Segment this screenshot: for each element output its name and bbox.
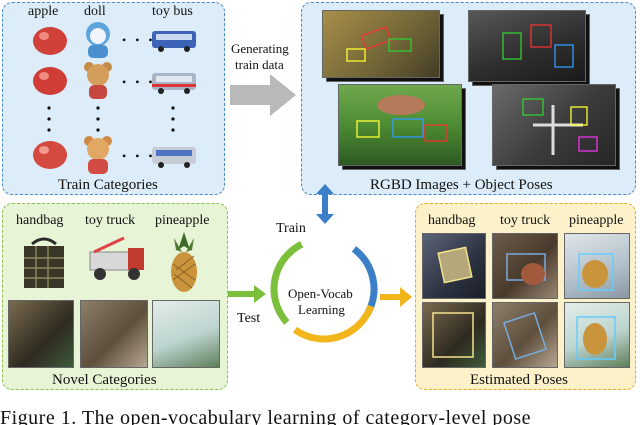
estimated-poses-caption: Estimated Poses xyxy=(470,372,568,388)
label-doll: doll xyxy=(84,4,106,19)
apple-image-1 xyxy=(33,27,67,55)
toy-bus-image-1 xyxy=(152,31,196,52)
apple-image-3 xyxy=(33,141,67,169)
train-label: Train xyxy=(276,221,306,236)
est-top-handbag xyxy=(422,233,486,299)
center-label-line1: Open-Vocab xyxy=(288,286,353,301)
toy-truck-image xyxy=(89,236,144,280)
doll-image-3 xyxy=(84,136,112,174)
novel-label-pineapple: pineapple xyxy=(155,213,210,228)
novel-categories-caption: Novel Categories xyxy=(52,372,157,388)
est-bottom-toy-truck xyxy=(492,302,558,368)
doll-image-1 xyxy=(86,22,110,58)
horizontal-ellipsis-3: • • • xyxy=(122,149,156,163)
est-label-toy-truck: toy truck xyxy=(500,213,551,228)
label-toy-bus: toy bus xyxy=(152,4,193,19)
vertical-ellipsis-2 xyxy=(96,106,100,132)
est-bottom-handbag xyxy=(422,302,486,368)
novel-scene-pineapple xyxy=(152,300,220,368)
apple-image-2 xyxy=(33,67,67,95)
handbag-image xyxy=(24,237,64,288)
generating-label-line1: Generating xyxy=(231,41,289,56)
horizontal-ellipsis-2: • • • xyxy=(122,75,156,89)
rgbd-image-4 xyxy=(492,84,616,166)
label-apple: apple xyxy=(28,4,59,19)
output-arrow-icon xyxy=(380,287,412,307)
toy-bus-image-3 xyxy=(152,147,196,168)
est-bottom-pineapple xyxy=(564,302,630,368)
train-arrow-icon xyxy=(316,184,334,224)
novel-scene-handbag xyxy=(8,300,74,368)
train-categories-caption: Train Categories xyxy=(58,177,158,193)
rgbd-image-1 xyxy=(322,10,440,78)
open-vocab-cycle xyxy=(270,235,378,343)
rgbd-caption: RGBD Images + Object Poses xyxy=(370,177,553,193)
doll-image-2 xyxy=(84,62,112,99)
horizontal-ellipsis-1: • • • xyxy=(122,33,156,47)
figure-caption: Figure 1. The open-vocabulary learning o… xyxy=(0,407,532,425)
est-label-handbag: handbag xyxy=(428,213,476,228)
test-label: Test xyxy=(237,311,261,326)
vertical-ellipsis-1 xyxy=(47,106,51,132)
rgbd-image-2 xyxy=(468,10,586,82)
vertical-ellipsis-3 xyxy=(171,106,175,132)
test-arrow-icon xyxy=(218,285,266,303)
novel-label-toy-truck: toy truck xyxy=(85,213,136,228)
generating-label-line2: train data xyxy=(235,57,284,72)
pineapple-image xyxy=(171,232,197,292)
generating-arrow-icon xyxy=(230,74,296,116)
novel-scene-toy-truck xyxy=(80,300,148,368)
est-top-toy-truck xyxy=(492,233,558,299)
toy-bus-image-2 xyxy=(152,73,196,94)
est-top-pineapple xyxy=(564,233,630,299)
est-label-pineapple: pineapple xyxy=(569,213,624,228)
novel-label-handbag: handbag xyxy=(16,213,64,228)
center-label-line2: Learning xyxy=(298,302,345,317)
rgbd-image-3 xyxy=(338,84,462,166)
